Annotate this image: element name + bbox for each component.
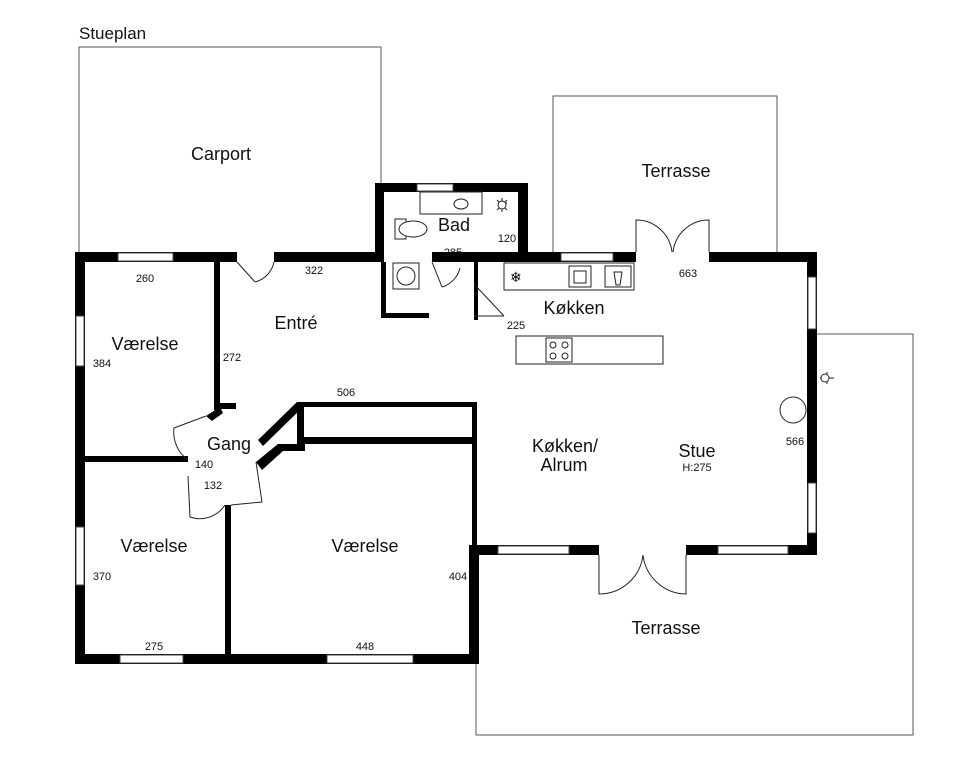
room-label-entre: Entré — [274, 313, 317, 333]
dim-label: 132 — [204, 480, 222, 492]
room-label-koekken-alrum-line1: Køkken/ — [532, 436, 598, 456]
room-label-vaerelse-top: Værelse — [111, 334, 178, 354]
room-label-vaerelse-bottom-left: Værelse — [120, 536, 187, 556]
windows — [75, 183, 817, 664]
dim-label: 260 — [136, 273, 154, 285]
inner-walls — [85, 262, 478, 654]
dim-label: 384 — [93, 358, 111, 370]
dim-label: 663 — [679, 268, 697, 280]
dim-label: 285 — [444, 247, 462, 259]
carport-outline — [78, 46, 382, 252]
dim-label: 506 — [337, 387, 355, 399]
room-height-stue: H:275 — [682, 462, 711, 474]
doors — [173, 219, 710, 595]
room-label-terrasse-bottom: Terrasse — [631, 618, 700, 638]
room-label-carport: Carport — [191, 144, 251, 164]
room-label-koekken: Køkken — [543, 298, 604, 318]
dim-label: 120 — [498, 233, 516, 245]
terrasse-bottom-outline — [475, 333, 914, 736]
dim-label: 272 — [223, 352, 241, 364]
dim-label: 225 — [507, 320, 525, 332]
dim-label: 275 — [145, 641, 163, 653]
bath-fixtures — [392, 191, 834, 424]
room-label-terrasse-top: Terrasse — [641, 161, 710, 181]
dim-label: 370 — [93, 571, 111, 583]
dim-label: 404 — [449, 571, 467, 583]
terrasse-top-outline — [552, 95, 778, 252]
dimension-labels: 260 322 285 120 663 225 384 272 506 566 … — [93, 233, 804, 653]
dim-label: 322 — [305, 265, 323, 277]
dim-label: 140 — [195, 459, 213, 471]
dim-label: 448 — [356, 641, 374, 653]
snowflake-icon: ❄ — [510, 270, 522, 286]
kitchen-fixtures: ❄ — [503, 262, 664, 365]
room-label-gang: Gang — [207, 434, 251, 454]
plan-title: Stueplan — [79, 24, 146, 43]
dim-label: 566 — [786, 436, 804, 448]
room-label-stue: Stue — [678, 441, 715, 461]
room-label-koekken-alrum-line2: Alrum — [540, 455, 587, 475]
room-label-bad: Bad — [438, 215, 470, 235]
kitchen-island — [515, 335, 664, 365]
room-labels: Carport Terrasse Bad Entré Køkken Værels… — [111, 144, 715, 638]
room-label-vaerelse-bottom-middle: Værelse — [331, 536, 398, 556]
